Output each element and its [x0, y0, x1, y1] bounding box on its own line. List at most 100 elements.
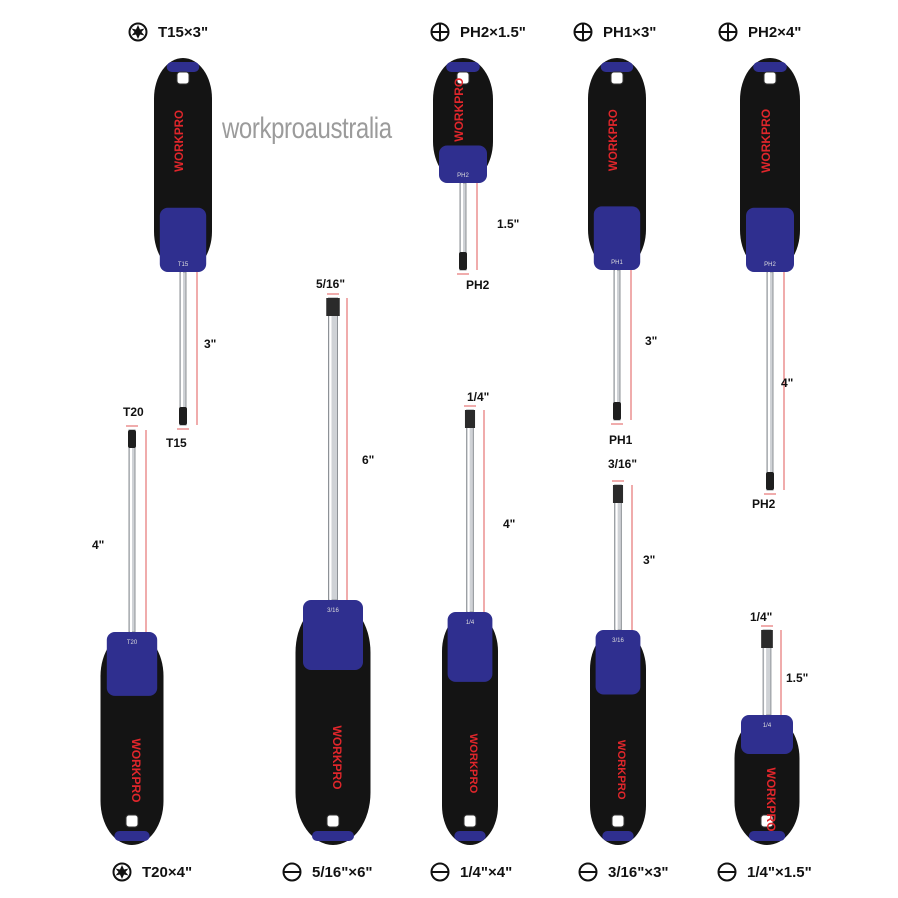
- hang-hole: [763, 71, 777, 85]
- hang-hole: [760, 814, 774, 828]
- handle-end-cap: [602, 831, 634, 841]
- handle-blue-collar: [159, 207, 207, 272]
- band-size-label: 3/16: [327, 608, 339, 614]
- tip-size-label: PH1: [609, 433, 633, 447]
- shaft-highlight: [461, 183, 463, 270]
- handle-blue-collar: [595, 630, 641, 695]
- hang-hole: [610, 71, 624, 85]
- handle-blue-collar: [741, 715, 793, 754]
- band-size-label: PH2: [764, 262, 776, 268]
- slotted-icon: [430, 862, 450, 882]
- caption-text: 1/4"×4": [460, 863, 513, 881]
- handle-end-cap: [114, 831, 150, 841]
- handle-end-cap: [166, 62, 200, 72]
- handle-blue-collar: [439, 145, 487, 183]
- brand-logo: WORKPRO: [173, 110, 186, 172]
- length-label: 6": [362, 453, 375, 467]
- length-label: 3": [643, 553, 656, 567]
- slotted-icon: [717, 862, 737, 882]
- tip-size-label: 1/4": [750, 610, 773, 624]
- band-size-label: 1/4: [466, 620, 475, 626]
- ph-tip: [459, 252, 467, 270]
- ph-tip: [613, 402, 621, 420]
- brand-logo: WORKPRO: [759, 109, 773, 173]
- tip-size-label: T20: [123, 405, 144, 419]
- torx-icon: [112, 862, 132, 882]
- length-label: 3": [204, 337, 217, 351]
- screwdriver-3: WORKPRO PH1: [588, 58, 646, 425]
- slotted-tip: [612, 485, 624, 503]
- caption-6: 5/16"×6": [282, 862, 373, 882]
- shaft-highlight: [764, 630, 767, 715]
- brand-logo: WORKPRO: [764, 768, 778, 832]
- hang-hole: [125, 814, 139, 828]
- caption-text: T15×3": [158, 23, 209, 41]
- brand-logo: WORKPRO: [607, 109, 620, 171]
- handle-end-cap: [454, 831, 486, 841]
- hang-hole: [463, 814, 477, 828]
- handle-end-cap: [600, 62, 634, 72]
- slotted-icon: [282, 862, 302, 882]
- handle-blue-collar: [447, 612, 493, 682]
- screwdriver-4: WORKPRO PH2: [740, 58, 800, 495]
- tip-size-label: T15: [166, 436, 187, 450]
- tip-size-label: PH2: [752, 497, 776, 511]
- handle-blue-collar: [593, 206, 641, 270]
- hang-hole: [611, 814, 625, 828]
- band-size-label: PH2: [457, 173, 469, 179]
- band-size-label: 3/16: [612, 638, 624, 644]
- length-label: 3": [645, 334, 658, 348]
- caption-text: T20×4": [142, 863, 193, 881]
- tip-size-label: 1/4": [467, 390, 490, 404]
- watermark: workproaustralia: [222, 112, 392, 145]
- handle-blue-collar: [106, 632, 158, 696]
- brand-logo: WORKPRO: [615, 740, 627, 800]
- torx-icon: [128, 22, 148, 42]
- band-size-label: PH1: [611, 260, 623, 266]
- screwdriver-7: WORKPRO 1/4: [442, 405, 498, 845]
- shaft-highlight: [615, 270, 617, 420]
- brand-logo: WORKPRO: [452, 78, 466, 142]
- caption-text: PH1×3": [603, 23, 657, 41]
- screwdriver-8: WORKPRO 3/16: [590, 480, 646, 845]
- caption-text: 5/16"×6": [312, 863, 373, 881]
- caption-3: PH1×3": [573, 22, 656, 42]
- shaft-highlight: [768, 272, 770, 490]
- tip-size-label: 5/16": [316, 277, 346, 291]
- caption-5: T20×4": [112, 862, 192, 882]
- screwdriver-2: WORKPRO PH2: [433, 58, 493, 275]
- caption-8: 3/16"×3": [578, 862, 669, 882]
- ph-tip: [766, 472, 774, 490]
- handle-end-cap: [753, 62, 787, 72]
- phillips-icon: [718, 22, 738, 42]
- shaft-highlight: [615, 485, 618, 630]
- band-size-label: 1/4: [763, 723, 772, 729]
- length-label: 4": [503, 517, 516, 531]
- caption-text: 3/16"×3": [608, 863, 669, 881]
- shaft-highlight: [130, 430, 132, 632]
- shaft-highlight: [329, 298, 332, 600]
- caption-text: PH2×1.5": [460, 23, 526, 41]
- length-label: 4": [92, 538, 105, 552]
- caption-2: PH2×1.5": [430, 22, 526, 42]
- handle-end-cap: [748, 831, 786, 841]
- length-label: 1.5": [497, 217, 520, 231]
- caption-1: T15×3": [128, 22, 208, 42]
- phillips-icon: [430, 22, 450, 42]
- slotted-tip: [326, 298, 340, 316]
- caption-text: 1/4"×1.5": [747, 863, 812, 881]
- slotted-tip: [464, 410, 476, 428]
- screwdriver-9: WORKPRO 1/4: [734, 625, 800, 845]
- hang-hole: [456, 71, 470, 85]
- band-size-label: T20: [127, 640, 138, 646]
- shaft-highlight: [467, 410, 470, 612]
- slotted-tip: [761, 630, 773, 648]
- length-label: 4": [781, 376, 794, 390]
- band-size-label: T15: [178, 262, 189, 268]
- brand-logo: WORKPRO: [467, 734, 479, 794]
- handle-end-cap: [446, 62, 480, 72]
- caption-text: PH2×4": [748, 23, 802, 41]
